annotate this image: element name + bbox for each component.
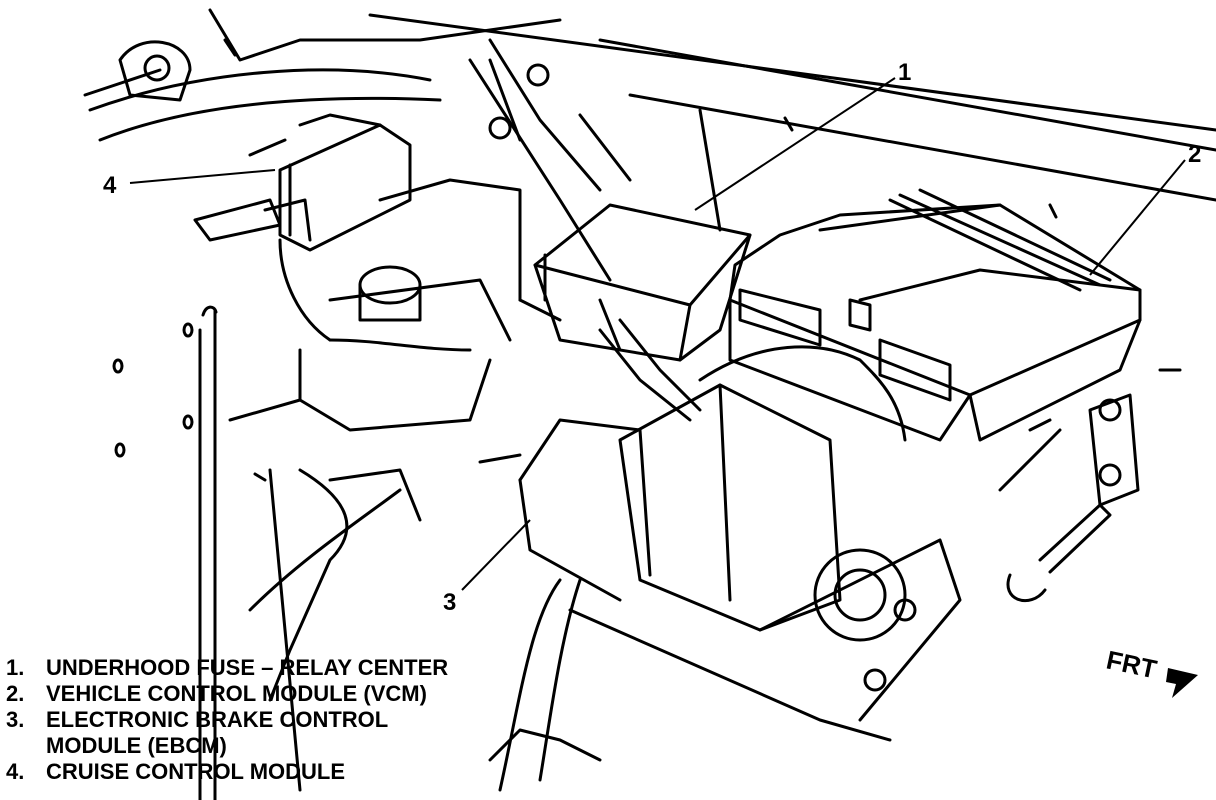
legend-item-4: 4. CRUISE CONTROL MODULE [6,759,448,785]
legend-number: 1. [6,655,25,680]
vehicle-control-module [728,188,1142,442]
legend-number: 4. [6,759,25,784]
legend-text: CRUISE CONTROL MODULE [46,759,346,784]
legend-item-1: 1. UNDERHOOD FUSE – RELAY CENTER [6,655,448,681]
mounting-bracket [998,368,1182,603]
firewall-panel [83,8,1216,282]
small-details [112,116,1058,482]
legend-item-2: 2. VEHICLE CONTROL MODULE (VCM) [6,681,448,707]
callout-4: 4 [103,172,117,199]
callout-2: 2 [1188,141,1201,168]
component-legend: 1. UNDERHOOD FUSE – RELAY CENTER 2. VEHI… [6,655,448,785]
brake-fluid-reservoir [298,178,522,432]
legend-text: ELECTRONIC BRAKE CONTROL MODULE (EBCM) [46,707,389,758]
leader-line-3 [461,519,531,591]
callout-1: 1 [898,59,911,86]
legend-number: 3. [6,707,25,732]
legend-item-3: 3. ELECTRONIC BRAKE CONTROL MODULE (EBCM… [6,707,448,759]
callout-3: 3 [443,589,456,616]
legend-text: VEHICLE CONTROL MODULE (VCM) [46,681,427,706]
leader-line-2 [1089,159,1186,276]
wiring-harness [328,298,907,792]
front-direction-arrow-icon [1166,668,1198,698]
leader-line-4 [129,169,276,184]
leader-line-1 [694,77,896,211]
front-direction-label: FRT [1104,645,1160,685]
leader-lines [129,77,1186,591]
electronic-brake-control-module [518,318,962,742]
underhood-fuse-relay-center [533,203,752,362]
cruise-control-module [193,113,412,342]
legend-number: 2. [6,681,25,706]
legend-text: UNDERHOOD FUSE – RELAY CENTER [46,655,449,680]
left-fender [198,305,422,800]
